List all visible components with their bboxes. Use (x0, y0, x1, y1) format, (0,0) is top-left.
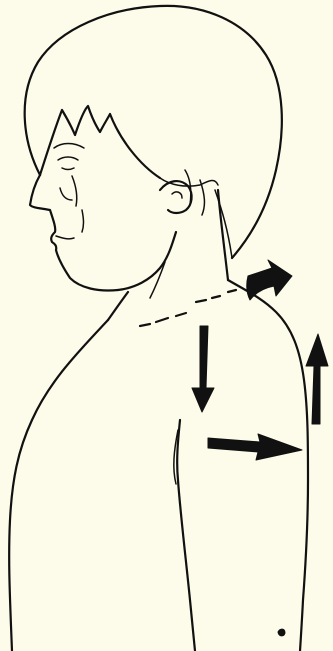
eye (58, 157, 78, 170)
ear (160, 181, 192, 213)
ear-inner (172, 192, 182, 198)
face-profile (30, 175, 118, 291)
collarbone-dashes (140, 313, 186, 326)
shoulder-contour (228, 280, 308, 651)
arrow-arm-right (208, 434, 302, 460)
neck-back (218, 190, 228, 280)
hair-fringe (40, 106, 160, 178)
arm-front-contour (177, 420, 195, 651)
arrow-shoulder-down (192, 326, 214, 412)
neck-front (108, 292, 128, 320)
cheek-line (72, 176, 84, 232)
neck-crease (150, 262, 165, 298)
mouth (56, 236, 74, 239)
arrow-back-up (306, 334, 328, 424)
curved-arrow-back-of-neck (247, 260, 292, 300)
shoulder-top-dashes (196, 290, 236, 302)
jaw-line (118, 232, 176, 290)
hair-outline (25, 6, 282, 258)
chest-contour (9, 320, 108, 651)
speck (278, 629, 285, 636)
eyebrow (54, 144, 84, 149)
nose-detail (60, 188, 72, 200)
